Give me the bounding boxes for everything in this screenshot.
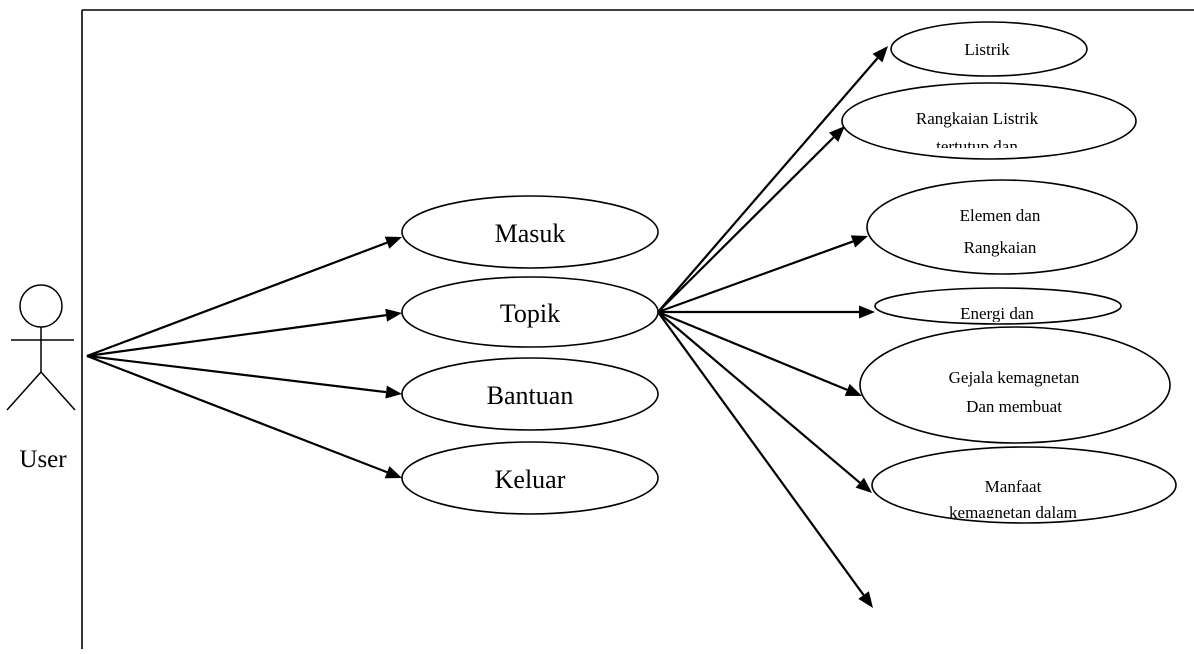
topic-gejala-kemagnetan-line-1: Gejala kemagnetan [949,368,1080,387]
arrow-topik-to-listrik-head [872,46,888,63]
use-case-masuk-label: Masuk [495,219,566,248]
topic-gejala-kemagnetan-ellipse [859,326,1171,444]
use-case-keluar-ellipse [401,441,659,515]
topic-manfaat-kemagnetan-line-1: Manfaat [985,477,1042,496]
arrow-user-to-masuk [86,236,402,358]
arrow-topik-to-gejala [657,310,862,396]
actor-left-leg [6,371,42,411]
arrow-user-to-bantuan-line [86,354,387,394]
arrow-topik-to-manfaat-line [657,311,861,484]
use-case-bantuan[interactable]: Bantuan [401,357,659,431]
use-case-topik-ellipse [401,276,659,348]
arrow-user-to-masuk-line [86,241,388,358]
arrow-topik-to-elemen-line [657,240,854,314]
arrow-topik-to-manfaat-head [855,477,872,493]
topic-energi-ellipse [874,287,1122,325]
topic-elemen-rangkaian[interactable]: Elemen dan Rangkaian [866,179,1138,275]
arrow-topik-to-manfaat [657,311,872,493]
use-case-keluar-label: Keluar [495,465,566,494]
arrow-topik-to-energi [658,305,875,319]
arrow-topik-to-energi-head [859,305,875,319]
topic-rangkaian-listrik-line-1: Rangkaian Listrik [916,109,1039,128]
arrow-user-to-masuk-head [384,236,402,249]
topic-listrik-line-1: Listrik [964,40,1010,59]
arrow-user-to-bantuan [86,354,402,399]
arrow-topik-to-listrik [657,46,888,313]
use-case-keluar[interactable]: Keluar [401,441,659,515]
arrow-user-to-keluar-head [384,466,402,479]
arrow-topik-to-unlabeled-line [657,311,865,596]
topic-rangkaian-listrik[interactable]: Rangkaian Listrik tertutup dan [841,82,1137,160]
arrow-topik-to-gejala-line [657,310,848,391]
system-boundary [81,9,1194,649]
arrow-topik-to-elemen-head [850,235,868,248]
actor-label: User [19,446,67,473]
use-case-topik-label: Topik [500,299,560,328]
arrow-topik-to-gejala-head [844,383,862,396]
topic-listrik[interactable]: Listrik [890,21,1088,77]
topic-gejala-kemagnetan-line-2: Dan membuat [966,397,1062,416]
use-case-bantuan-label: Bantuan [487,381,574,410]
topic-energi[interactable]: Energi dan [874,287,1122,325]
use-case-topik[interactable]: Topik [401,276,659,348]
topic-elemen-rangkaian-line-2: Rangkaian [964,238,1037,257]
arrow-user-to-topik [86,308,402,358]
arrow-user-to-keluar [86,354,402,479]
topic-listrik-ellipse [890,21,1088,77]
topic-elemen-rangkaian-line-1: Elemen dan [960,206,1041,225]
use-case-masuk[interactable]: Masuk [401,195,659,269]
topic-elemen-rangkaian-ellipse [866,179,1138,275]
topic-gejala-kemagnetan[interactable]: Gejala kemagnetan Dan membuat [859,326,1171,444]
actor-right-leg [40,371,76,411]
arrow-topik-to-elemen [657,235,868,314]
arrow-topik-to-rangkaian-line [657,136,835,313]
arrow-topik-to-unlabeled-head [858,591,873,608]
actor-head [19,284,63,328]
arrow-user-to-keluar-line [86,354,388,474]
topic-manfaat-kemagnetan-ellipse [871,446,1177,524]
topic-rangkaian-listrik-ellipse [841,82,1137,160]
arrow-topik-to-rangkaian [657,126,845,313]
arrow-user-to-topik-line [86,314,387,358]
arrow-topik-to-unlabeled [657,311,873,608]
use-case-masuk-ellipse [401,195,659,269]
arrow-topik-to-listrik-line [657,57,879,313]
use-case-bantuan-ellipse [401,357,659,431]
association-arrows [86,46,888,608]
actor-user[interactable]: User [6,284,76,473]
topic-manfaat-kemagnetan-line-2: kemagnetan dalam [949,503,1077,522]
arrow-topik-to-rangkaian-head [829,126,845,142]
arrow-user-to-bantuan-head [385,385,402,399]
topic-manfaat-kemagnetan[interactable]: Manfaat kemagnetan dalam [871,446,1177,524]
topic-rangkaian-listrik-line-2: tertutup dan [936,137,1018,156]
arrow-user-to-topik-head [385,308,402,322]
topic-energi-line-1: Energi dan [960,304,1034,323]
